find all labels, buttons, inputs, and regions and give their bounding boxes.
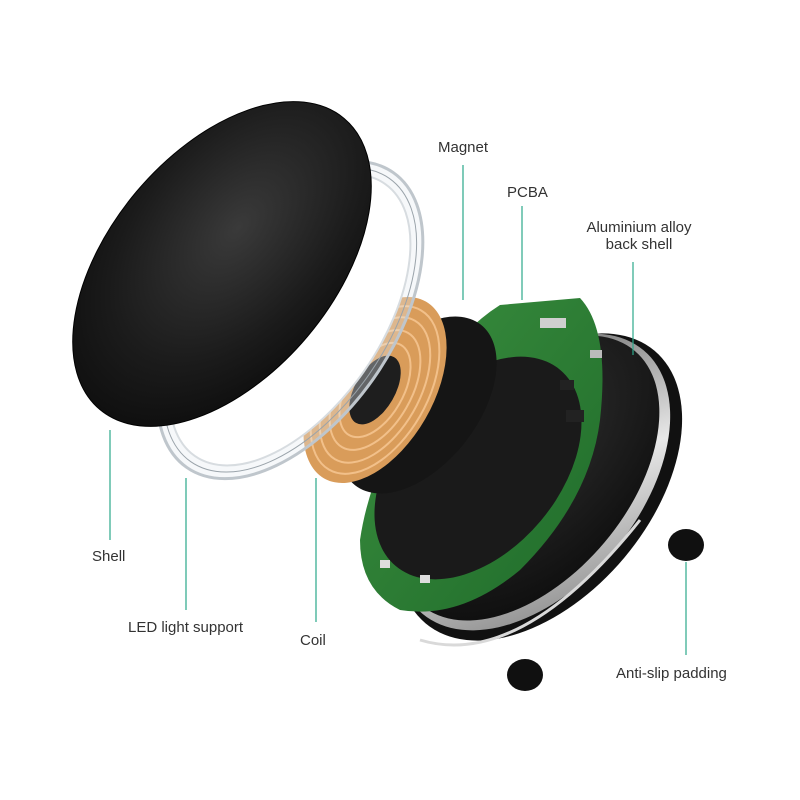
label-aluminium-line2: back shell <box>605 236 673 253</box>
anti-slip-pads <box>507 529 704 691</box>
label-coil: Coil <box>300 632 326 649</box>
label-magnet: Magnet <box>438 139 489 156</box>
label-led-light-support: LED light support <box>128 619 244 636</box>
label-shell: Shell <box>92 548 126 565</box>
label-aluminium-back-shell: Aluminium alloy back shell <box>580 219 698 253</box>
label-anti-slip-padding: Anti-slip padding <box>616 665 727 682</box>
leader-lines <box>109 165 687 655</box>
label-pcba: PCBA <box>507 184 548 201</box>
top-shell <box>72 101 372 427</box>
label-aluminium-line1: Aluminium alloy <box>586 219 692 236</box>
